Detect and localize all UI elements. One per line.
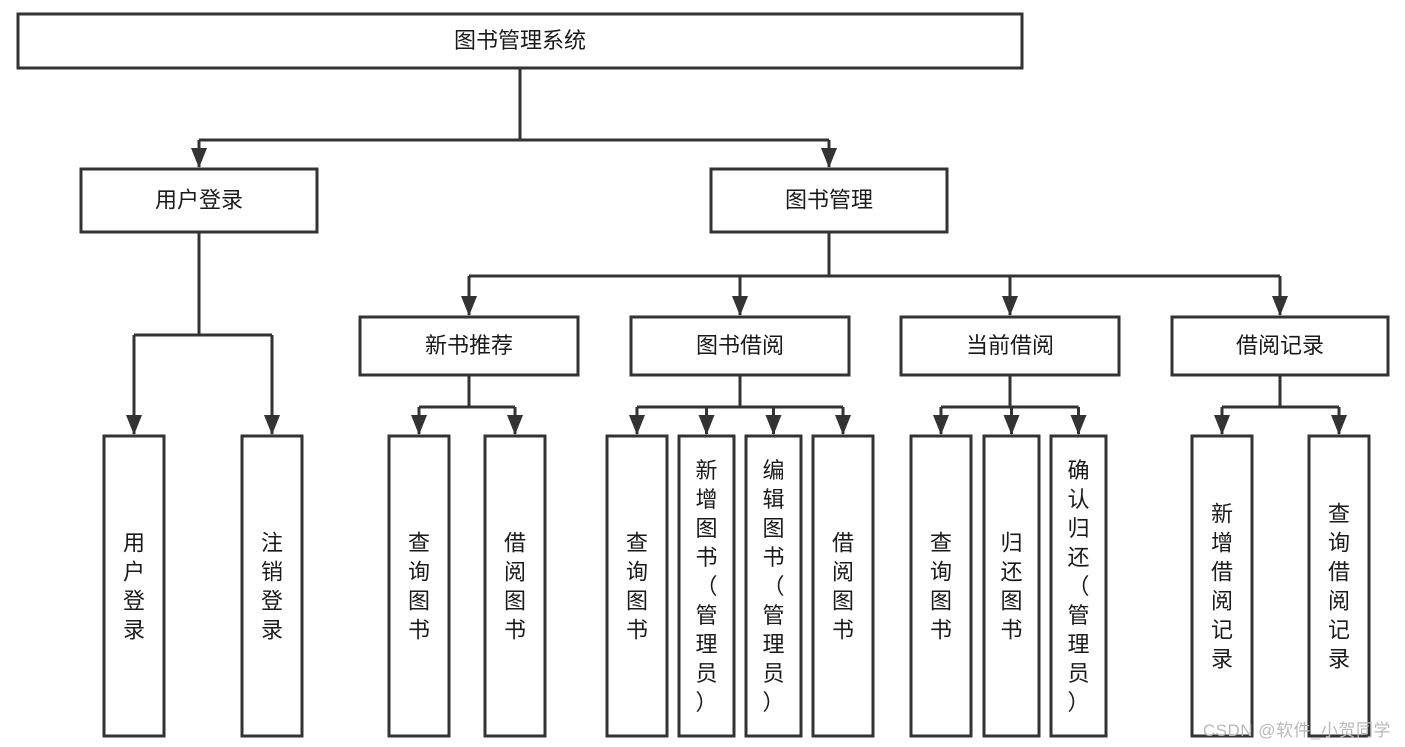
node-leaf-7[interactable] <box>744 434 803 738</box>
node-leaf-8[interactable] <box>811 434 875 738</box>
node-leaf-2[interactable] <box>240 434 304 738</box>
node-new-book-rec[interactable] <box>358 315 580 377</box>
node-book-borrow-label: 图书借阅 <box>696 333 784 358</box>
node-book-borrow[interactable] <box>629 315 851 377</box>
node-leaf-10[interactable] <box>982 434 1041 738</box>
arrow-head-icon <box>765 415 782 435</box>
arrow-head-icon <box>732 296 748 316</box>
node-leaf-5-label: 查询图书 <box>626 531 648 643</box>
node-leaf-11[interactable] <box>1049 434 1108 738</box>
arrow-head-icon <box>933 415 949 435</box>
node-leaf-13-label: 查询借阅记录 <box>1328 502 1350 672</box>
node-leaf-12-label: 新增借阅记录 <box>1211 502 1233 672</box>
arrow-head-icon <box>835 415 851 435</box>
arrow-head-icon <box>1214 415 1230 435</box>
arrow-head-icon <box>126 415 142 435</box>
node-book-manage[interactable] <box>709 167 949 234</box>
node-root[interactable] <box>16 12 1024 70</box>
node-leaf-8-label: 借阅图书 <box>832 531 854 643</box>
node-leaf-6-label: 新增图书（管理员） <box>695 458 717 715</box>
node-leaf-4-label: 借阅图书 <box>504 531 526 643</box>
node-leaf-4[interactable] <box>483 434 547 738</box>
arrow-head-icon <box>264 415 280 435</box>
node-borrow-record-label: 借阅记录 <box>1236 333 1324 358</box>
node-leaf-12[interactable] <box>1190 434 1254 738</box>
arrow-head-icon <box>1070 415 1087 435</box>
node-user-login-label: 用户登录 <box>155 187 243 212</box>
node-leaf-11-label: 确认归还（管理员） <box>1067 458 1089 715</box>
arrow-head-icon <box>461 296 477 316</box>
node-leaf-13[interactable] <box>1307 434 1371 738</box>
arrow-head-icon <box>1272 296 1288 316</box>
node-user-login[interactable] <box>79 167 319 234</box>
node-root-label: 图书管理系统 <box>454 28 586 53</box>
node-leaf-10-label: 归还图书 <box>1000 531 1022 643</box>
node-leaf-1-label: 用户登录 <box>123 531 145 643</box>
arrow-head-icon <box>1003 415 1020 435</box>
node-leaf-9[interactable] <box>909 434 973 738</box>
node-leaf-5[interactable] <box>605 434 669 738</box>
node-leaf-9-label: 查询图书 <box>930 531 952 643</box>
node-book-manage-label: 图书管理 <box>785 187 873 212</box>
arrow-head-icon <box>1331 415 1347 435</box>
arrow-head-icon <box>629 415 645 435</box>
connectors-layer <box>126 68 1347 435</box>
nodes-layer: 图书管理系统用户登录图书管理新书推荐图书借阅当前借阅借阅记录用户登录注销登录查询… <box>16 12 1390 738</box>
node-leaf-2-label: 注销登录 <box>261 531 283 643</box>
arrow-head-icon <box>191 148 207 168</box>
node-leaf-6[interactable] <box>677 434 736 738</box>
csdn-watermark: CSDN @软件_小贺同学 <box>1202 721 1391 740</box>
node-leaf-3[interactable] <box>387 434 451 738</box>
node-current-borrow-label: 当前借阅 <box>966 333 1054 358</box>
node-new-book-rec-label: 新书推荐 <box>425 333 513 358</box>
arrow-head-icon <box>411 415 427 435</box>
node-leaf-7-label: 编辑图书（管理员） <box>762 458 784 715</box>
node-borrow-record[interactable] <box>1170 315 1390 377</box>
arrow-head-icon <box>507 415 523 435</box>
node-leaf-1[interactable] <box>102 434 166 738</box>
arrow-head-icon <box>1002 296 1018 316</box>
arrow-head-icon <box>821 148 837 168</box>
arrow-head-icon <box>698 415 715 435</box>
node-leaf-3-label: 查询图书 <box>408 531 430 643</box>
node-current-borrow[interactable] <box>899 315 1121 377</box>
